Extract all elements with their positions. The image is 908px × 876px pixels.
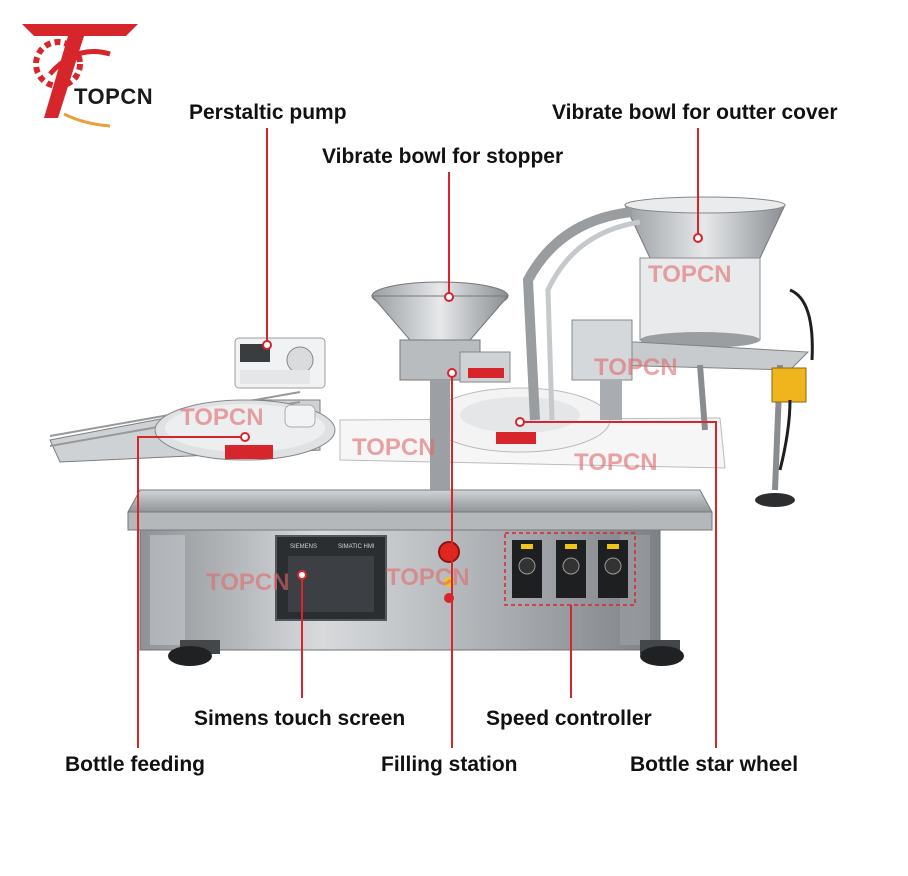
callout-filling-station: Filling station bbox=[381, 753, 518, 776]
cabinet bbox=[139, 529, 684, 666]
watermarks: TOPCN TOPCN TOPCN TOPCN TOPCN TOPCN TOPC… bbox=[180, 261, 732, 596]
watermark-text: TOPCN bbox=[386, 564, 470, 591]
topcn-logo-icon bbox=[22, 24, 138, 128]
watermark-text: TOPCN bbox=[594, 354, 678, 381]
peristaltic-pump bbox=[234, 337, 326, 389]
outter-cover-vibrate-bowl bbox=[522, 196, 814, 507]
callout-speed-controller: Speed controller bbox=[486, 707, 652, 730]
watermark-text: TOPCN bbox=[206, 569, 290, 596]
watermark-text: TOPCN bbox=[180, 404, 264, 431]
watermark-text: TOPCN bbox=[574, 449, 658, 476]
touch-screen-brand: SIEMENS bbox=[290, 544, 317, 550]
callout-bottle-feeding: Bottle feeding bbox=[65, 753, 205, 776]
callout-lines bbox=[137, 128, 717, 748]
speed-controller-panel bbox=[504, 532, 636, 606]
callout-simens-touch-screen: Simens touch screen bbox=[194, 707, 406, 730]
emergency-stop-icon bbox=[438, 541, 460, 563]
logo-text: TOPCN bbox=[74, 84, 154, 109]
touch-screen-model: SIMATIC HMI bbox=[338, 544, 375, 550]
watermark-text: TOPCN bbox=[648, 261, 732, 288]
stopper-vibrate-bowl bbox=[370, 281, 511, 490]
callout-perstaltic-pump: Perstaltic pump bbox=[189, 101, 347, 124]
watermark-text: TOPCN bbox=[352, 434, 436, 461]
callout-vibrate-bowl-outter-cover: Vibrate bowl for outter cover bbox=[552, 101, 838, 124]
callout-bottle-star-wheel: Bottle star wheel bbox=[630, 753, 799, 776]
bottle-feeding-conveyor bbox=[49, 391, 336, 463]
callout-vibrate-bowl-stopper: Vibrate bowl for stopper bbox=[322, 145, 564, 168]
